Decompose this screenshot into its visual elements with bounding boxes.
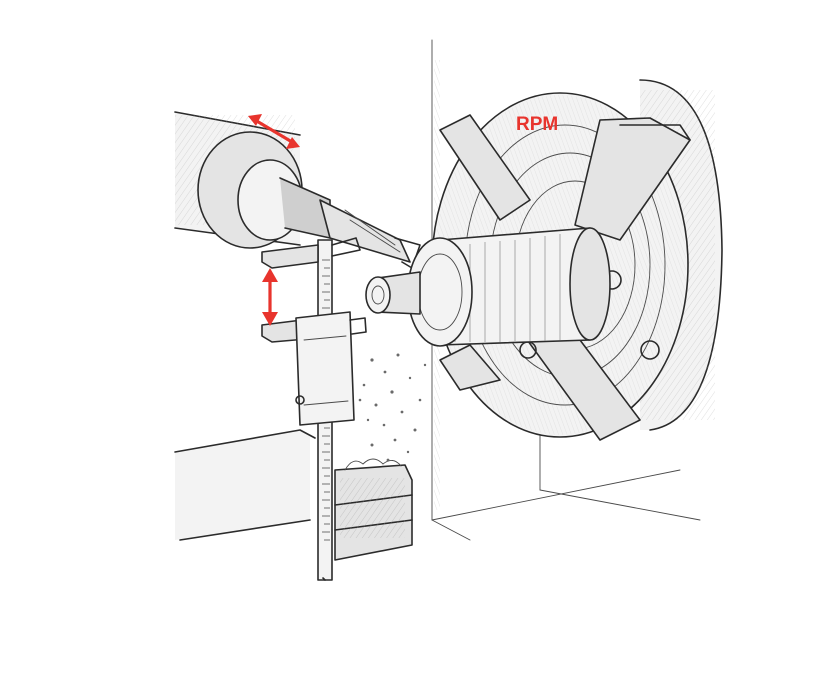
height-arrow <box>262 268 278 326</box>
rpm-label: RPM <box>516 114 558 135</box>
workpiece <box>365 227 611 347</box>
tool-spindle <box>174 111 421 269</box>
vertical-double-arrow-icon <box>262 268 278 326</box>
workbench <box>174 429 413 561</box>
double-arrow-icon <box>248 114 300 149</box>
metal-chips <box>358 353 427 462</box>
feed-arrow <box>248 114 300 149</box>
vernier-caliper <box>261 237 367 581</box>
